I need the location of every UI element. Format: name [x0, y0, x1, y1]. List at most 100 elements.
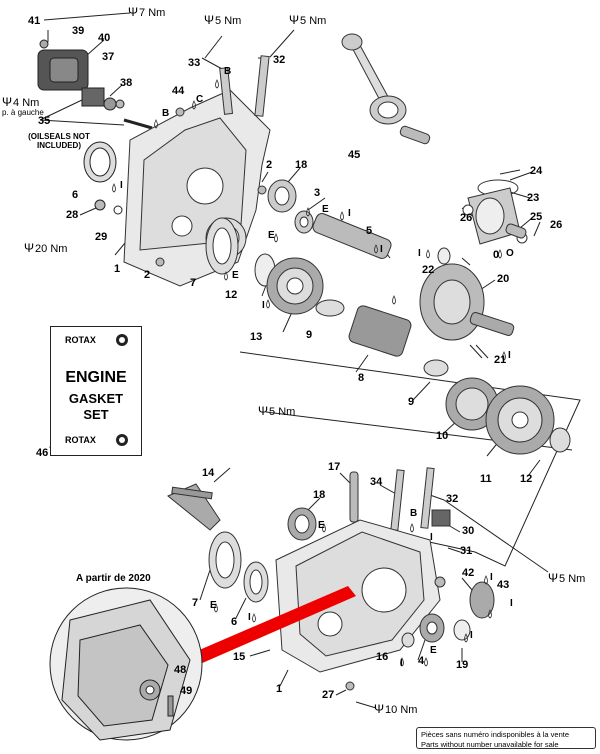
- oilseals-note: (OILSEALS NOT INCLUDED): [28, 132, 90, 151]
- torque-value: 10 Nm: [385, 704, 418, 716]
- lube-letter: I: [348, 208, 351, 219]
- callout-6: 6: [231, 616, 238, 628]
- wrench-icon: Ψ: [24, 241, 35, 255]
- callout-29: 29: [95, 231, 108, 243]
- callout-15: 15: [233, 651, 246, 663]
- callout-13: 13: [250, 331, 263, 343]
- torque-value: 5 Nm: [300, 15, 327, 27]
- lube-letter: I: [490, 572, 493, 583]
- lube-letter: I: [248, 612, 251, 623]
- callout-12: 12: [520, 473, 533, 485]
- callout-21: 21: [494, 354, 507, 366]
- callout-24: 24: [530, 165, 543, 177]
- callout-18: 18: [295, 159, 308, 171]
- callout-4: 4: [418, 655, 425, 667]
- lube-letter: E: [232, 270, 239, 281]
- callout-31: 31: [460, 545, 473, 557]
- torque-10nm: Ψ10 Nm: [374, 703, 417, 716]
- callout-35: 35: [38, 115, 51, 127]
- callout-39: 39: [72, 25, 85, 37]
- callout-12: 12: [225, 289, 238, 301]
- torque-value: 7 Nm: [139, 7, 166, 19]
- wrench-icon: Ψ: [128, 5, 139, 19]
- callout-38: 38: [120, 77, 133, 89]
- footer-fr: Pièces sans numéro indisponibles à la ve…: [421, 730, 570, 739]
- lube-letter: I: [430, 532, 433, 543]
- callout-3: 3: [314, 187, 321, 199]
- torque-5nm-c: Ψ5 Nm: [258, 405, 295, 418]
- callout-7: 7: [192, 597, 199, 609]
- lube-letter: E: [210, 600, 217, 611]
- callout-45: 45: [348, 149, 361, 161]
- callout-37: 37: [102, 51, 115, 63]
- callout-19: 19: [456, 659, 469, 671]
- callout-27: 27: [322, 689, 335, 701]
- lube-letter: B: [162, 108, 170, 119]
- side-note: p. à gauche: [2, 108, 44, 117]
- callout-40: 40: [98, 32, 111, 44]
- callout-2: 2: [266, 159, 273, 171]
- lube-letter: B: [224, 66, 232, 77]
- callout-43: 43: [497, 579, 510, 591]
- callout-9: 9: [408, 396, 415, 408]
- lube-letter: I: [120, 180, 123, 191]
- callout-10: 10: [436, 430, 449, 442]
- torque-value: 5 Nm: [559, 573, 586, 585]
- torque-value: 4 Nm: [13, 97, 40, 109]
- callout-46: 46: [36, 447, 49, 459]
- callout-17: 17: [328, 461, 341, 473]
- lube-letter: E: [430, 645, 437, 656]
- lube-letter: O: [506, 248, 514, 259]
- lube-letter: E: [318, 520, 325, 531]
- callout-16: 16: [376, 651, 389, 663]
- torque-5nm-b: Ψ5 Nm: [289, 14, 326, 27]
- callout-25: 25: [530, 211, 543, 223]
- wrench-icon: Ψ: [548, 571, 559, 585]
- kit-brand-top: ROTAX: [65, 335, 96, 345]
- lube-letter: E: [268, 230, 275, 241]
- callout-2: 2: [144, 269, 151, 281]
- torque-7nm: Ψ7 Nm: [128, 6, 165, 19]
- wrench-icon: Ψ: [289, 13, 300, 27]
- torque-20nm: Ψ20 Nm: [24, 242, 67, 255]
- callout-5: 5: [366, 225, 373, 237]
- footer-note: Pièces sans numéro indisponibles à la ve…: [416, 727, 596, 749]
- callout-33: 33: [188, 57, 201, 69]
- lube-letter: I: [510, 598, 513, 609]
- callout-20: 20: [497, 273, 510, 285]
- rotax-logo-icon: [116, 334, 128, 346]
- gasket-kit-card: ROTAX ENGINE GASKET SET ROTAX: [50, 326, 142, 456]
- kit-line-engine: ENGINE: [65, 369, 127, 386]
- torque-4nm: Ψ4 Nm: [2, 96, 39, 109]
- inset-title: A partir de 2020: [76, 573, 151, 584]
- rotax-logo-icon: [116, 434, 128, 446]
- kit-line-gasket: GASKET: [68, 391, 124, 406]
- callout-30: 30: [462, 525, 475, 537]
- lube-letter: I: [400, 658, 403, 669]
- lube-letter: I: [418, 248, 421, 259]
- callout-9: 9: [306, 329, 313, 341]
- callout-0: 0: [493, 249, 500, 261]
- wrench-icon: Ψ: [374, 702, 385, 716]
- kit-line-set: SET: [83, 407, 109, 422]
- callout-42: 42: [462, 567, 475, 579]
- callout-22: 22: [422, 264, 435, 276]
- callout-11: 11: [480, 473, 492, 485]
- callout-8: 8: [358, 372, 365, 384]
- callout-48: 48: [174, 664, 187, 676]
- torque-5nm-a: Ψ5 Nm: [204, 14, 241, 27]
- torque-value: 5 Nm: [215, 15, 242, 27]
- callout-14: 14: [202, 467, 215, 479]
- lube-letter: I: [380, 244, 383, 255]
- callout-18: 18: [313, 489, 326, 501]
- torque-5nm-d: Ψ5 Nm: [548, 572, 585, 585]
- lube-letter: I: [508, 350, 511, 361]
- callout-28: 28: [66, 209, 79, 221]
- footer-en: Parts without number unavailable for sal…: [421, 739, 559, 749]
- wrench-icon: Ψ: [258, 404, 269, 418]
- callout-44: 44: [172, 85, 185, 97]
- kit-brand-bottom: ROTAX: [65, 435, 96, 445]
- callout-49: 49: [180, 685, 193, 697]
- callout-6: 6: [72, 189, 79, 201]
